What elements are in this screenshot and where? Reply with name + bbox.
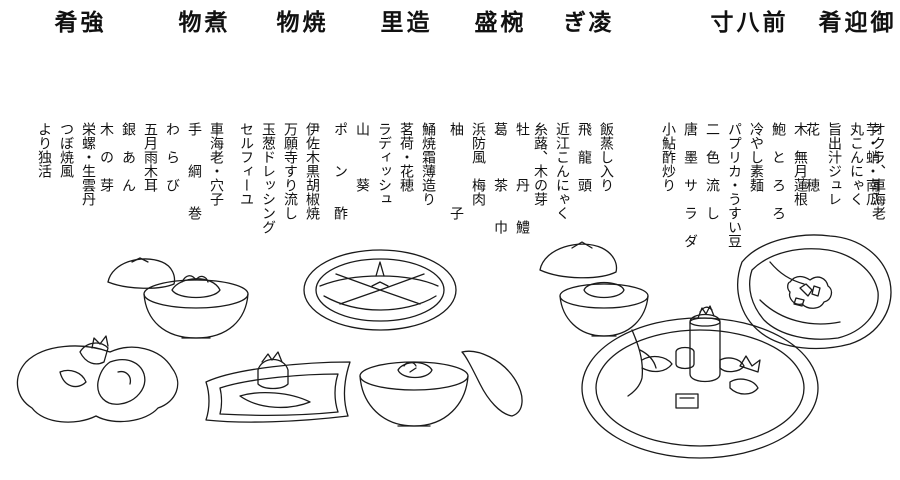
course-item-nimono: 五月雨木耳: [142, 122, 158, 192]
course-item-tsukuri: ラディッシュ: [376, 122, 392, 206]
course-item-gogeikou: 花 穂: [804, 122, 820, 192]
course-heading-char: 肴: [814, 10, 841, 33]
course-item-shinogi: 飛 龍 頭: [576, 122, 592, 192]
course-item-tsukuri: ポ ン 酢: [332, 122, 348, 220]
course-heading-char: ぎ: [558, 10, 585, 33]
course-item-yakimono: セルフィーユ: [238, 122, 254, 206]
course-heading-char: 物: [174, 10, 201, 33]
course-heading-char: 迎: [840, 10, 867, 33]
course-item-zenhassun: 小鮎酢炒り: [660, 122, 676, 192]
course-item-wanmori: 柚 子: [448, 122, 464, 220]
course-heading-char: 御: [866, 10, 893, 33]
course-heading-char: 八: [732, 10, 759, 33]
course-item-tsukuri: 鯒焼霜薄造り: [420, 122, 436, 206]
course-heading-char: 造: [402, 10, 429, 33]
course-item-shinogi: 糸蕗、木の芽: [532, 122, 548, 206]
course-heading-shiizakana: 強肴: [50, 10, 103, 46]
course-heading-char: 強: [76, 10, 103, 33]
course-heading-char: 肴: [50, 10, 77, 33]
square-plate-yakimono: [205, 351, 351, 423]
course-item-zenhassun: 二 色 流 し: [704, 122, 720, 220]
course-item-shinogi: 飯蒸し入り: [598, 122, 614, 192]
course-heading-char: 焼: [298, 10, 325, 33]
course-item-gogeikou: 芋・蛸・南瓜: [864, 122, 880, 206]
course-heading-nimono: 煮物: [174, 10, 227, 46]
course-item-zenhassun: 鮑 と ろ ろ: [770, 122, 786, 220]
course-item-wanmori: 葛 茶 巾: [492, 122, 508, 234]
course-item-gogeikou: 旨出汁ジュレ: [826, 122, 842, 206]
course-heading-gogeikou: 御迎肴: [814, 10, 893, 46]
course-item-nimono: 銀 あ ん: [120, 122, 136, 192]
course-item-nimono: 木 の 芽: [98, 122, 114, 192]
course-item-nimono: 車海老・穴子: [208, 122, 224, 206]
leaf-plate-gogeikou: [737, 234, 892, 350]
course-item-yakimono: 伊佐木黒胡椒焼: [304, 122, 320, 220]
hassun-platter: [581, 305, 819, 459]
course-item-gogeikou: 丸こんにゃく: [848, 122, 864, 206]
course-heading-char: 里: [376, 10, 403, 33]
course-heading-char: 盛: [470, 10, 497, 33]
course-item-nimono: わ ら び: [164, 122, 180, 192]
course-item-zenhassun: パプリカ・うすい豆: [726, 122, 742, 248]
course-heading-zenhassun: 前八寸: [706, 10, 785, 46]
lidded-bowl-wanmori: [359, 350, 523, 427]
course-item-gogeikou: オクラ、車海老: [870, 122, 886, 220]
course-item-wanmori: 牡 丹 鱧: [514, 122, 530, 234]
course-item-tsukuri: 茗荷・花穂: [398, 122, 414, 192]
course-heading-char: 前: [758, 10, 785, 33]
lidded-bowl-nimono: [107, 257, 249, 339]
course-item-zenhassun: 唐 墨 サ ラ ダ: [682, 122, 698, 248]
course-heading-yakimono: 焼物: [272, 10, 325, 46]
course-item-shinogi: 近江こんにゃく: [554, 122, 570, 220]
course-item-shiizakana: つぼ焼風: [58, 122, 74, 178]
course-item-tsukuri: 山 葵: [354, 122, 370, 192]
lidded-bowl-shinogi: [539, 241, 649, 337]
course-heading-char: 煮: [200, 10, 227, 33]
course-item-shiizakana: 栄螺・生雲丹: [80, 122, 96, 206]
course-heading-char: 椀: [496, 10, 523, 33]
course-item-shiizakana: より独活: [36, 122, 52, 178]
shell-plate-shiizakana: [16, 335, 179, 423]
course-heading-char: 寸: [706, 10, 733, 33]
course-item-yakimono: 玉葱ドレッシング: [260, 122, 276, 234]
course-heading-tsukuri: 造里: [376, 10, 429, 46]
course-item-zenhassun: 木 無月蓮根: [792, 122, 808, 206]
course-heading-char: 物: [272, 10, 299, 33]
course-item-yakimono: 万願寺すり流し: [282, 122, 298, 220]
course-item-zenhassun: 冷やし素麺: [748, 122, 764, 192]
sashimi-plate-tsukuri: [303, 249, 457, 331]
course-heading-shinogi: 凌ぎ: [558, 10, 611, 46]
course-item-nimono: 手 綱 巻: [186, 122, 202, 220]
course-heading-char: 凌: [584, 10, 611, 33]
course-item-wanmori: 浜防風 梅肉: [470, 122, 486, 206]
course-heading-wanmori: 椀盛: [470, 10, 523, 46]
